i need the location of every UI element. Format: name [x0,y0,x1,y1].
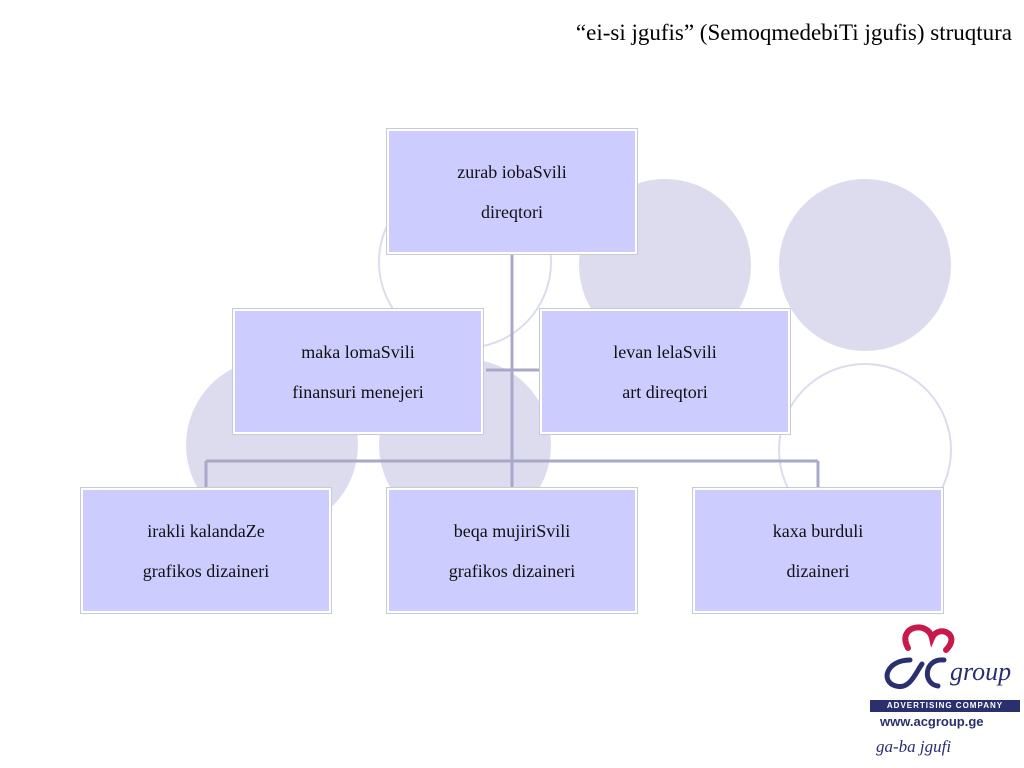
node-name: kaxa burduli [772,520,864,541]
node-name: maka lomaSvili [301,341,415,362]
node-role: grafikos dizaineri [448,560,576,581]
node-finance-manager: maka lomaSvili finansuri menejeri [233,309,483,434]
node-name: levan lelaSvili [613,341,717,362]
node-director: zurab iobaSvili direqtori [387,129,637,254]
node-role: dizaineri [786,560,850,581]
node-name: zurab iobaSvili [457,161,567,182]
svg-text:ga-ba jgufi: ga-ba jgufi [876,737,951,756]
node-role: finansuri menejeri [292,381,424,402]
node-role: direqtori [481,201,543,222]
logo-url: www.acgroup.ge [880,714,984,729]
node-role: art direqtori [622,381,708,402]
node-name: irakli kalandaZe [147,520,265,541]
node-designer-1: irakli kalandaZe grafikos dizaineri [81,488,331,613]
company-logo: group ga-ba jgufi ADVERTISING COMPANY ww… [866,620,1020,768]
slide-title: “ei-si jgufis” (SemoqmedebiTi jgufis) st… [575,20,1012,45]
node-name: beqa mujiriSvili [453,520,571,541]
svg-text:group: group [950,657,1011,686]
node-art-director: levan lelaSvili art direqtori [540,309,790,434]
node-designer-3: kaxa burduli dizaineri [693,488,943,613]
node-designer-2: beqa mujiriSvili grafikos dizaineri [387,488,637,613]
node-role: grafikos dizaineri [142,560,270,581]
deco-circle [779,179,951,351]
logo-tagline: ADVERTISING COMPANY [870,700,1020,712]
acgroup-logo-icon: group ga-ba jgufi [876,624,1011,756]
